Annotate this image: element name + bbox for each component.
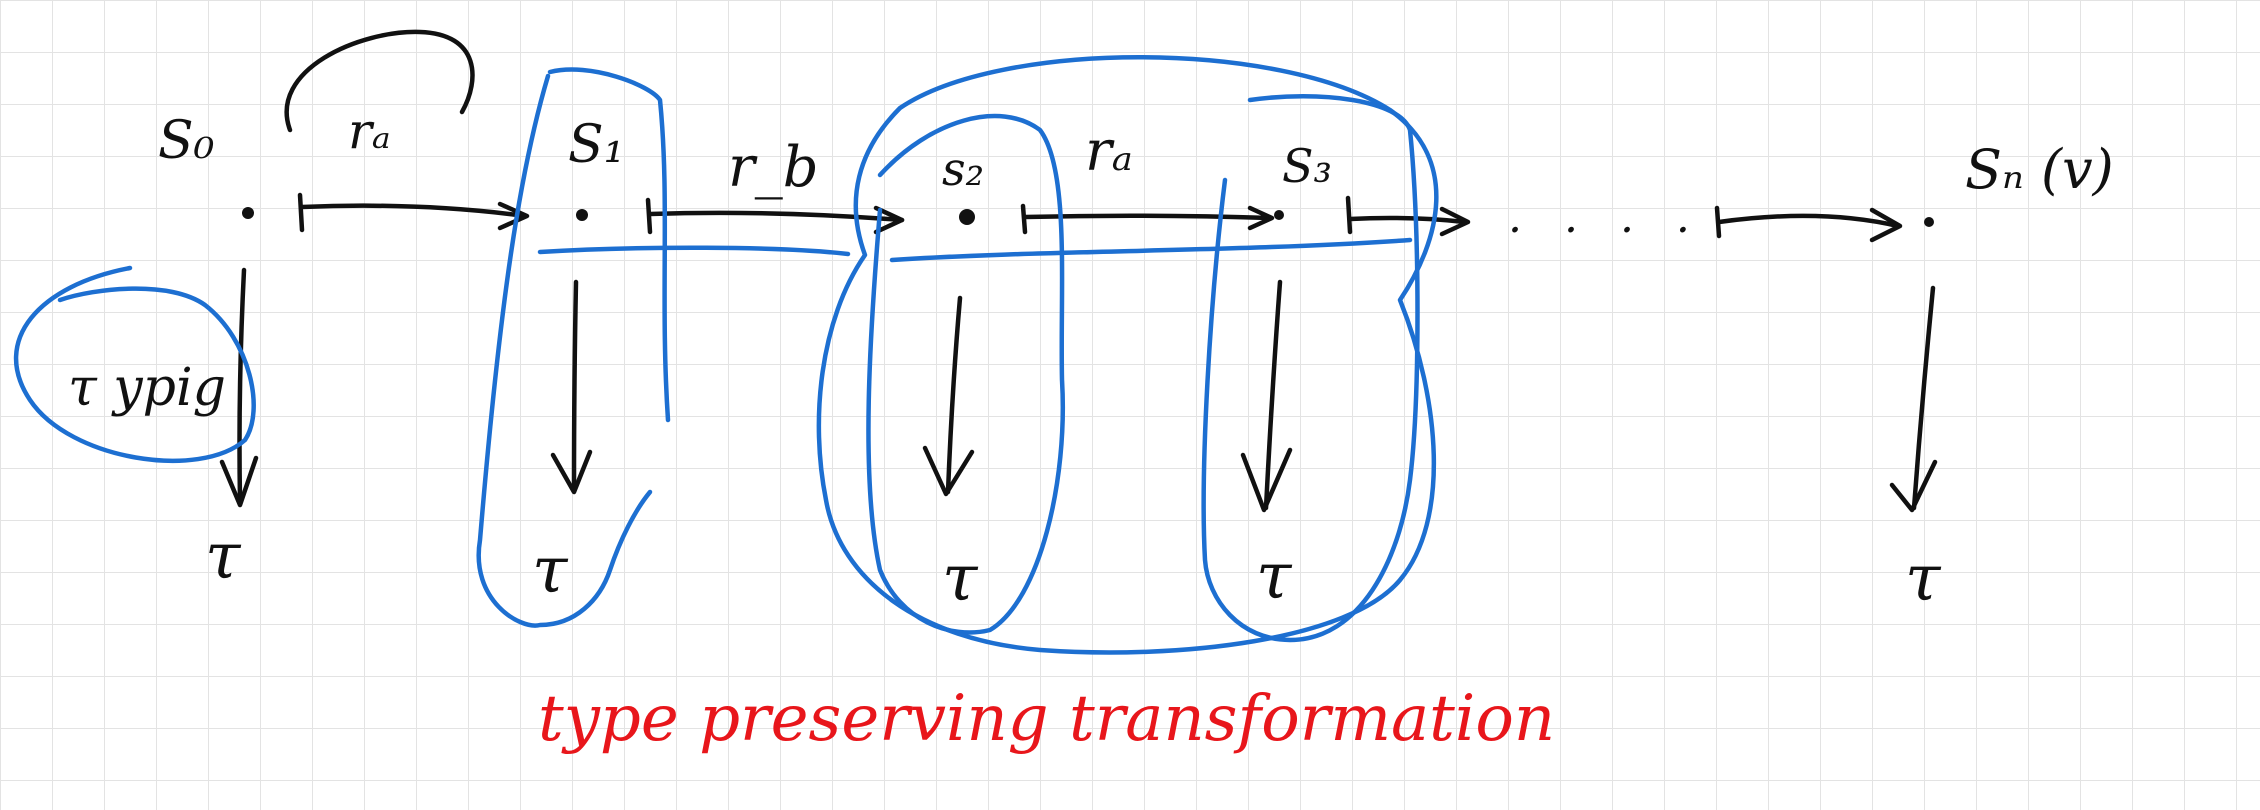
type-label-s1: τ <box>532 534 569 608</box>
highlight-s2-s3-group <box>816 55 1439 655</box>
node-label-s1: S₁ <box>568 115 624 175</box>
type-label-s0: τ <box>205 520 242 594</box>
edge-label-ra-2: rₐ <box>1085 119 1133 184</box>
edge-label-ra-1: rₐ <box>348 102 391 160</box>
type-label-s2: τ <box>942 542 979 616</box>
typing-annotation: τ ypig <box>68 358 226 418</box>
transition-to-sn <box>1714 205 1903 243</box>
highlight-s1-column <box>476 67 671 628</box>
transition-s2-s3 <box>1020 203 1275 235</box>
state-dot-s1 <box>576 209 588 221</box>
typing-arrow-sn <box>1889 285 1938 513</box>
node-label-sn: Sₙ (v) <box>1965 138 2114 201</box>
type-label-sn: τ <box>1905 542 1942 616</box>
node-label-s2: s₂ <box>942 142 984 196</box>
caption-text: type preserving transformation <box>538 682 1555 756</box>
typing-arrow-s1 <box>550 279 593 495</box>
state-dot-s0 <box>242 207 254 219</box>
state-dot-s2 <box>959 209 975 225</box>
node-label-s3: S₃ <box>1282 139 1332 193</box>
transition-s0-s1 <box>297 192 530 233</box>
highlight-s2-column <box>866 113 1065 635</box>
typing-arrow-s0 <box>219 267 259 508</box>
transition-s1-s2 <box>645 197 905 235</box>
transition-s3-next <box>1345 195 1471 237</box>
typing-arrow-s2 <box>922 295 975 497</box>
state-dot-s3 <box>1274 210 1284 220</box>
highlight-s1-to-s2-band <box>537 245 851 257</box>
edge-label-rb: r_b <box>728 135 819 200</box>
typing-arrow-s3 <box>1240 279 1293 513</box>
loop-arc <box>284 29 475 133</box>
type-label-s3: τ <box>1256 540 1293 614</box>
state-dot-sn <box>1924 217 1934 227</box>
ellipsis-dots: . . . . <box>1508 192 1704 243</box>
node-label-s0: S₀ <box>158 111 215 171</box>
highlight-typing-loop <box>13 265 256 464</box>
